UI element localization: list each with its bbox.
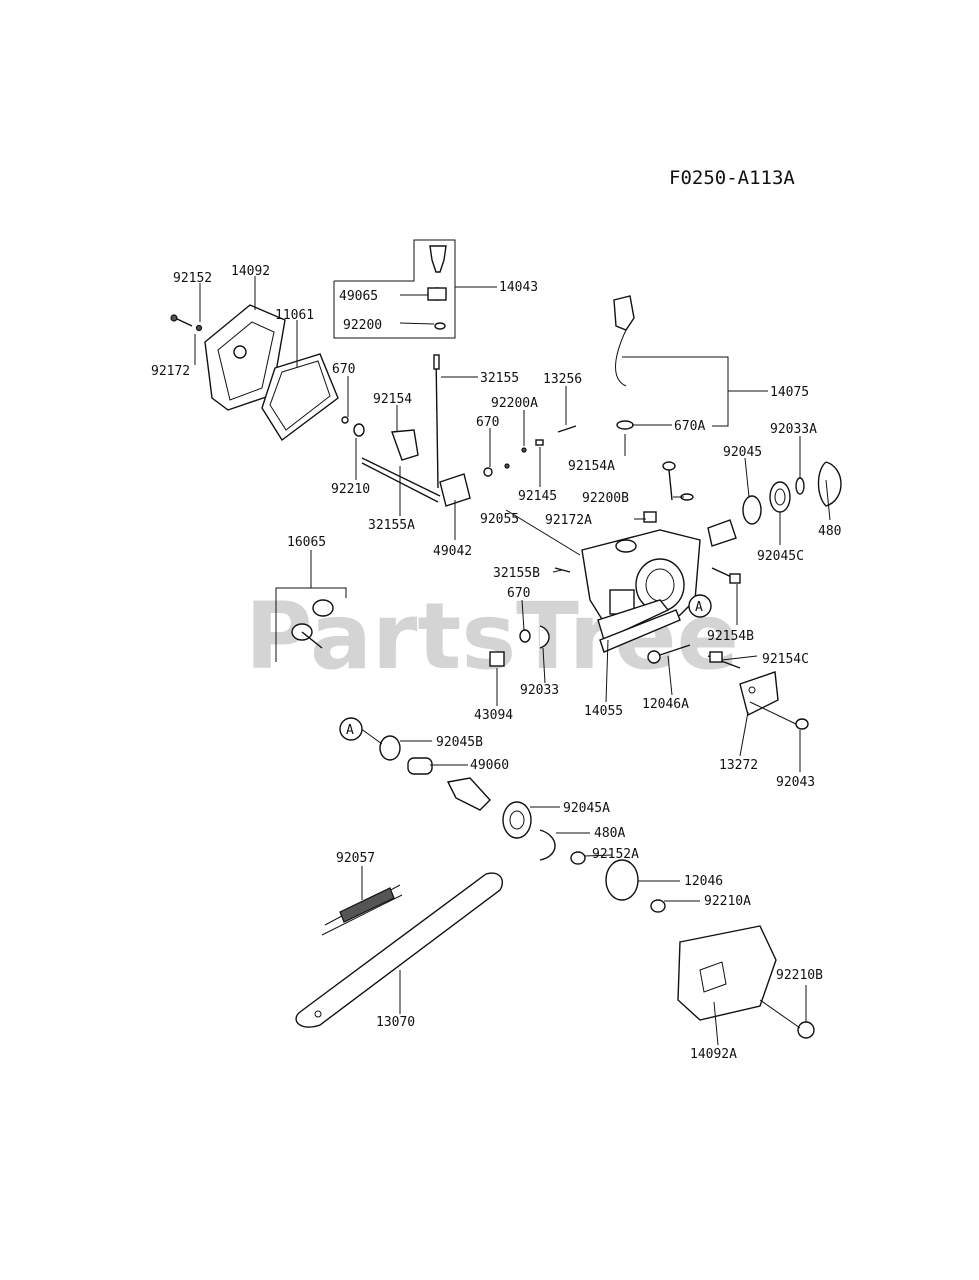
- part-label: 670: [476, 415, 499, 430]
- part-label: 92045: [723, 445, 762, 460]
- sprocket-cover-part: [677, 925, 815, 1039]
- part-label: 92172: [151, 364, 190, 379]
- part-label: 92152: [173, 271, 212, 286]
- group-14075: [622, 356, 768, 427]
- svg-text:A: A: [346, 723, 354, 738]
- group-16065: [275, 550, 347, 662]
- svg-text:A: A: [695, 600, 703, 615]
- callout-a-lower: A: [339, 717, 363, 741]
- part-label: 32155A: [368, 518, 415, 533]
- part-label: 32155B: [493, 566, 540, 581]
- part-label: 11061: [275, 308, 314, 323]
- part-labels: 92152 14092 92172 11061 49065 92200 1404…: [151, 264, 841, 1062]
- part-label: 92033A: [770, 422, 817, 437]
- part-label: 92154A: [568, 459, 615, 474]
- part-label: 12046A: [642, 697, 689, 712]
- part-label: 92210: [331, 482, 370, 497]
- guide-bar-part: [295, 872, 504, 1028]
- part-label: 14055: [584, 704, 623, 719]
- part-label: 670A: [674, 419, 705, 434]
- part-label: 13272: [719, 758, 758, 773]
- part-label: 480: [818, 524, 841, 539]
- bolt-92154B-part: [711, 567, 741, 584]
- screw-92172-part: [170, 314, 203, 332]
- gasket-part: [261, 353, 339, 442]
- part-label: 92200B: [582, 491, 629, 506]
- part-label: 92043: [776, 775, 815, 790]
- part-label: 14092: [231, 264, 270, 279]
- part-label: 16065: [287, 535, 326, 550]
- part-label: 92210A: [704, 894, 751, 909]
- part-label: 92057: [336, 851, 375, 866]
- part-label: 12046: [684, 874, 723, 889]
- part-label: 49065: [339, 289, 378, 304]
- saw-chain-part: [321, 884, 403, 936]
- part-label: 32155: [480, 371, 519, 386]
- part-label: 92152A: [592, 847, 639, 862]
- part-label: 49060: [470, 758, 509, 773]
- part-label: 92045A: [563, 801, 610, 816]
- plate-14055-part: [599, 609, 691, 664]
- bearing-92045-part: [707, 461, 842, 547]
- part-label: 14043: [499, 280, 538, 295]
- part-label: 480A: [594, 826, 625, 841]
- part-label: 92145: [518, 489, 557, 504]
- part-label: 92154: [373, 392, 412, 407]
- part-label: 92033: [520, 683, 559, 698]
- part-label: 92200: [343, 318, 382, 333]
- part-label: 49042: [433, 544, 472, 559]
- leader-lines: [194, 276, 831, 1046]
- cap-49065-part: [427, 245, 447, 330]
- part-label: 92045C: [757, 549, 804, 564]
- part-label: 14092A: [690, 1047, 737, 1062]
- part-label: 43094: [474, 708, 513, 723]
- callout-a-upper: A: [688, 594, 712, 618]
- part-label: 92172A: [545, 513, 592, 528]
- part-label: 92210B: [776, 968, 823, 983]
- tensioner-part: [707, 651, 809, 730]
- part-label: 670: [507, 586, 530, 601]
- part-label: 13256: [543, 372, 582, 387]
- oil-pump-part: [341, 416, 493, 507]
- oil-cap-part: [613, 295, 635, 430]
- part-label: 14075: [770, 385, 809, 400]
- pins-part: [504, 425, 577, 469]
- part-label: 92045B: [436, 735, 483, 750]
- part-label: 13070: [376, 1015, 415, 1030]
- part-label: 92055: [480, 512, 519, 527]
- seal-670-part: [489, 567, 571, 667]
- part-label: 92200A: [491, 396, 538, 411]
- drive-shaft-part: [379, 735, 666, 913]
- sprocket-16065-part: [291, 599, 334, 649]
- diagram-code: F0250-A113A: [669, 167, 795, 189]
- part-label: 92154C: [762, 652, 809, 667]
- part-label: 92154B: [707, 629, 754, 644]
- part-label: 670: [332, 362, 355, 377]
- group-14043: [333, 239, 497, 339]
- shaft-32155-part: [433, 354, 440, 489]
- screw-92154A-part: [643, 461, 694, 523]
